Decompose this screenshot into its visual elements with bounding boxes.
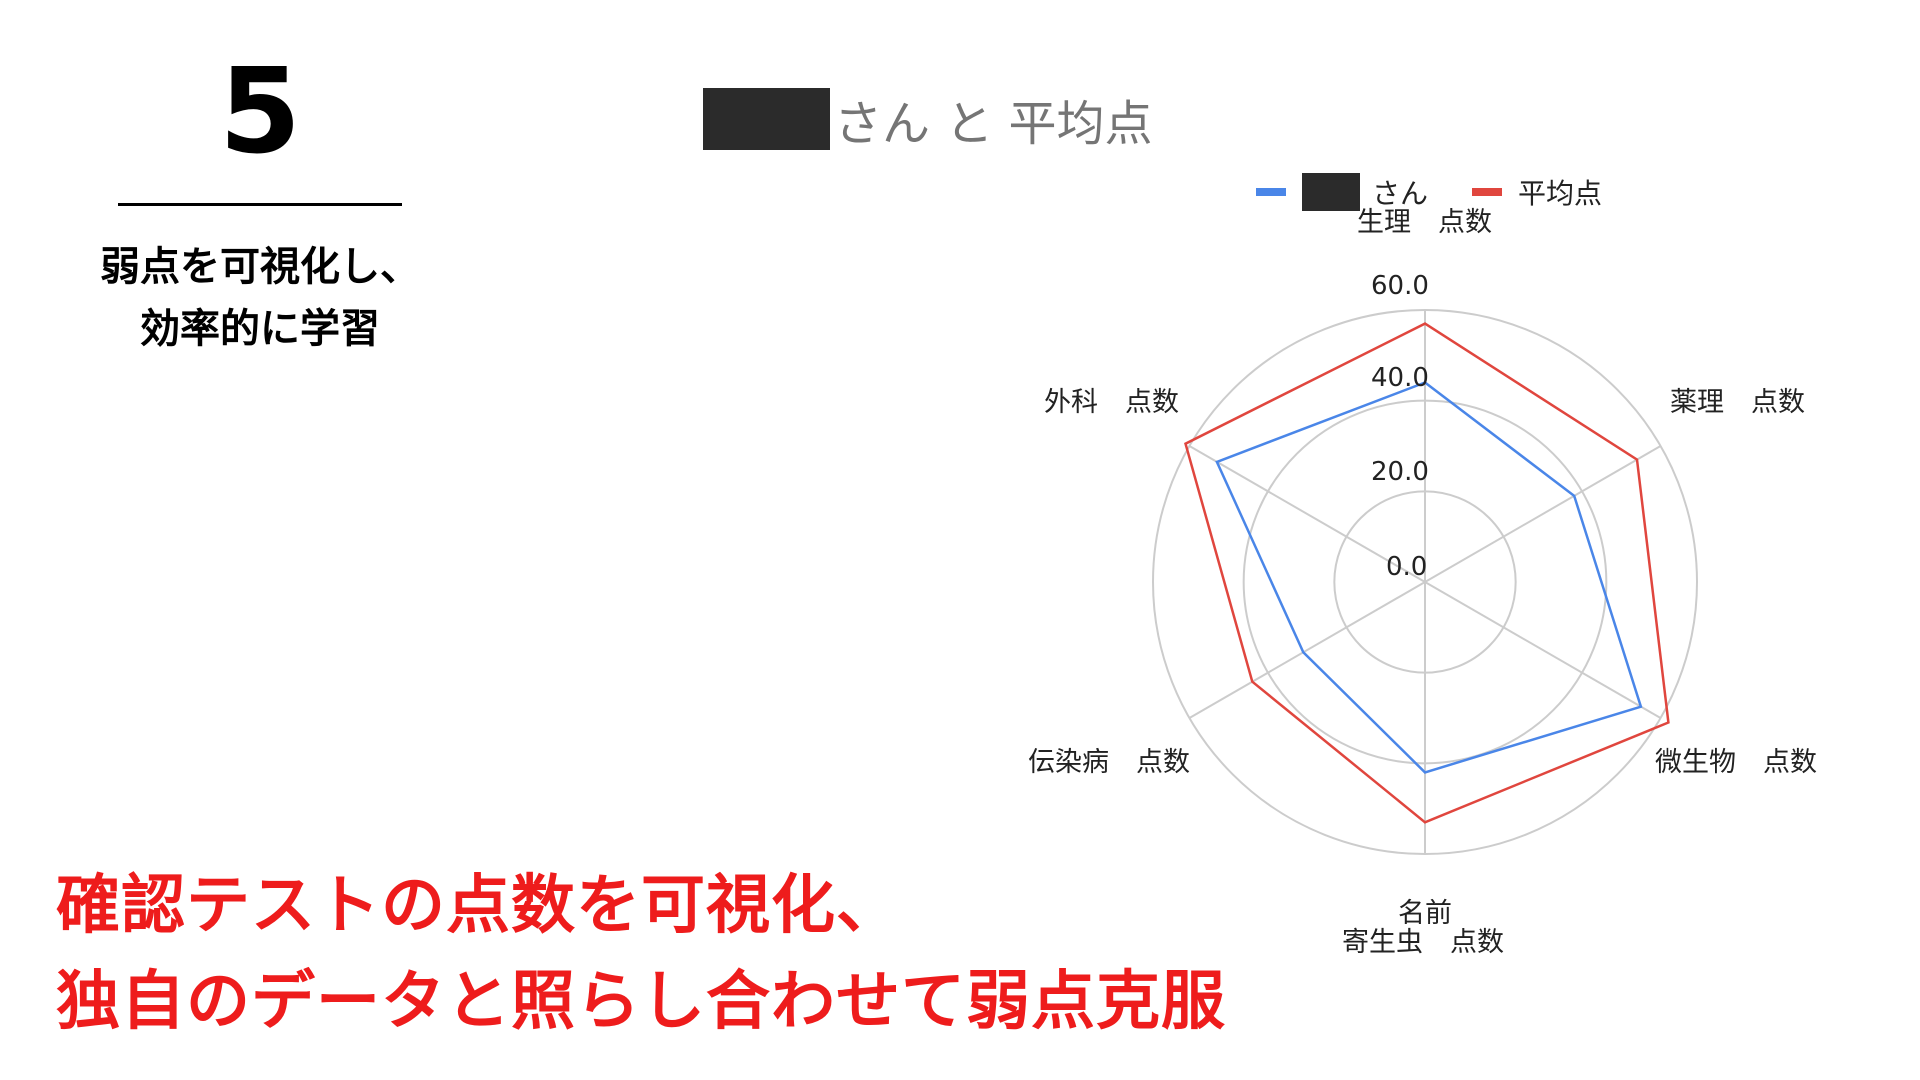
axis-label-physiology: 生理 点数 [1357, 207, 1492, 238]
caption-line-2: 効率的に学習 [140, 306, 380, 352]
chart-title-text: さん と 平均点 [834, 96, 1153, 152]
series-average-polygon [1184, 322, 1670, 824]
redacted-name-block [703, 88, 830, 150]
legend-item-average[interactable]: 平均点 [1472, 172, 1602, 212]
tick-label-60: 60.0 [1371, 271, 1429, 301]
divider [118, 203, 402, 206]
axis-label-infectious-disease: 伝染病 点数 [1028, 747, 1190, 778]
radar-grid [1152, 309, 1698, 855]
legend-item-student[interactable]: さん [1256, 172, 1428, 212]
caption-line-1: 弱点を可視化し、 [100, 244, 420, 290]
step-number: 5 [218, 42, 302, 180]
axis-label-surgery: 外科 点数 [1044, 387, 1179, 418]
step-caption: 弱点を可視化し、 効率的に学習 [60, 236, 460, 360]
legend-label: 平均点 [1518, 177, 1603, 210]
legend-swatch-blue [1256, 188, 1286, 196]
tick-label-0: 0.0 [1386, 552, 1428, 582]
axis-label-name: 名前 [1398, 898, 1452, 929]
legend-swatch-red [1472, 188, 1503, 196]
headline: 確認テストの点数を可視化、 独自のデータと照らし合わせて弱点克服 [56, 858, 1226, 1050]
tick-label-40: 40.0 [1371, 363, 1429, 393]
headline-line-1: 確認テストの点数を可視化、 [56, 869, 901, 943]
axis-label-parasitology: 寄生虫 点数 [1342, 927, 1504, 958]
chart-title: さん と 平均点 [703, 88, 1153, 152]
headline-line-2: 独自のデータと照らし合わせて弱点克服 [56, 965, 1226, 1039]
series-student-polygon [1215, 381, 1643, 774]
chart-legend: さん 平均点 [1256, 172, 1646, 212]
axis-label-pharmacology: 薬理 点数 [1670, 387, 1805, 418]
redacted-name-block [1302, 173, 1360, 211]
tick-label-20: 20.0 [1371, 457, 1429, 487]
legend-label: さん [1372, 177, 1429, 210]
axis-label-microbiology: 微生物 点数 [1655, 747, 1817, 778]
